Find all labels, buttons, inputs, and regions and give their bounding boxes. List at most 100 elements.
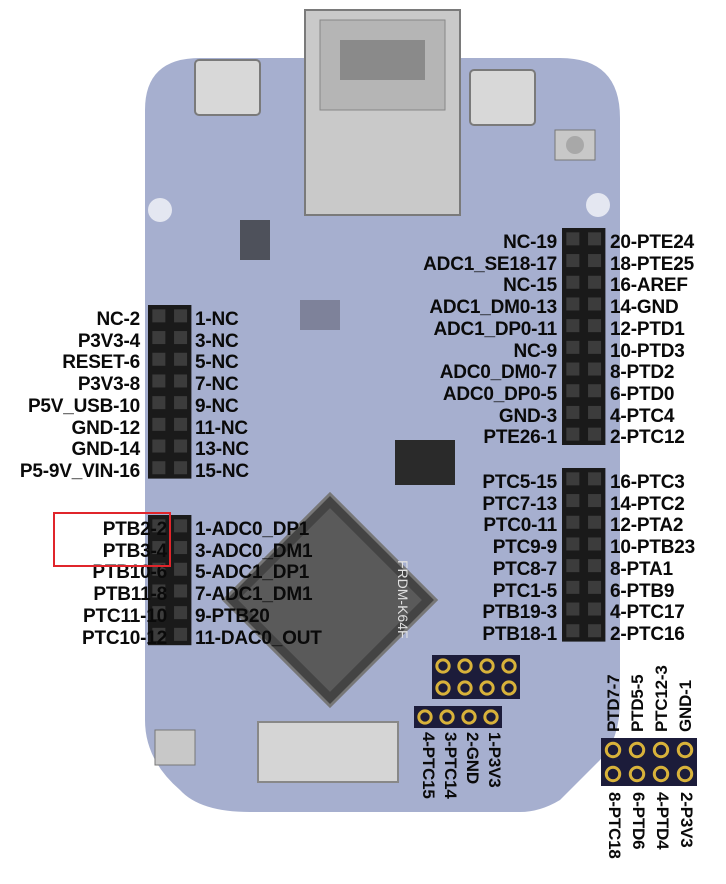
header-pin (174, 439, 188, 453)
pin-label: GND-3 (498, 405, 557, 427)
header-pin (479, 680, 495, 696)
header-pin (501, 680, 517, 696)
header-pin (152, 606, 166, 620)
header-pin (152, 627, 166, 641)
pin-label: 5-ADC1_DP1 (195, 562, 310, 584)
header-pin (461, 709, 477, 725)
pin-label: PTC0-11 (483, 515, 557, 537)
header-pin (174, 374, 188, 388)
pin-label: 6-PTD0 (610, 383, 675, 405)
header-pin (435, 680, 451, 696)
header-pin (652, 741, 670, 759)
highlight-box (53, 512, 171, 567)
pin-label: 10-PTD3 (610, 340, 685, 362)
header-pin (566, 232, 580, 246)
header-pin (566, 494, 580, 508)
pin-label: 5-NC (195, 352, 239, 374)
pin-label-vertical: 2-P3V3 (677, 792, 696, 848)
header-pin (152, 461, 166, 475)
header-pin (566, 580, 580, 594)
pin-label: 11-NC (195, 417, 248, 439)
header-pin (501, 658, 517, 674)
header-pin (566, 472, 580, 486)
header-pin (174, 606, 188, 620)
pin-label-vertical: 2-GND (463, 732, 482, 784)
pin-label: 3-NC (195, 330, 239, 352)
pin-label: PTC8-7 (492, 558, 557, 580)
header-pin (479, 658, 495, 674)
header-pin (566, 254, 580, 268)
pin-label: PTB19-3 (482, 602, 557, 624)
pin-label: PTE26-1 (483, 427, 557, 449)
pin-label: 6-PTB9 (610, 580, 675, 602)
header-pin (566, 559, 580, 573)
pin-label: 15-NC (195, 460, 249, 482)
pin-label: 3-ADC0_DM1 (195, 540, 313, 562)
pin-label: GND-14 (71, 439, 141, 461)
header-pin (174, 519, 188, 533)
pin-label: 13-NC (195, 439, 249, 461)
header-small-bottom (414, 706, 502, 728)
pin-label-vertical: PTD5-5 (628, 674, 647, 732)
pin-label: 16-PTC3 (610, 472, 685, 493)
pin-label: 14-GND (610, 297, 679, 319)
pin-label-vertical: PTC12-3 (652, 665, 671, 732)
pin-label: 2-PTC12 (610, 427, 685, 449)
usb-connector-right (469, 69, 536, 126)
header-pin (174, 352, 188, 366)
header-pin (588, 559, 602, 573)
pin-label: PTC1-5 (492, 580, 557, 602)
pin-label: NC-19 (503, 232, 557, 253)
header-pin (174, 584, 188, 598)
header-pin (588, 602, 602, 616)
header-pin (152, 309, 166, 323)
pin-label: 1-ADC0_DP1 (195, 519, 310, 540)
header-pin (152, 331, 166, 345)
header-pin (588, 297, 602, 311)
header-pin (676, 741, 694, 759)
pin-label: PTB3-4 (102, 540, 167, 562)
pin-label-vertical: PTD7-7 (604, 674, 623, 732)
pin-label-vertical: 8-PTC18 (605, 792, 624, 859)
pin-label: PTC9-9 (492, 537, 557, 559)
header-pin (174, 562, 188, 576)
header-pin (676, 765, 694, 783)
mcu-chip (221, 491, 439, 709)
pin-label: P5-9V_VIN-16 (19, 460, 140, 482)
header-pin (152, 519, 166, 533)
pin-label: 8-PTA1 (610, 558, 673, 580)
header-pin (174, 541, 188, 555)
header-pin (483, 709, 499, 725)
pin-label: RESET-6 (62, 352, 140, 374)
pin-label: ADC1_DP0-11 (433, 318, 558, 340)
pin-label: 12-PTA2 (610, 515, 684, 537)
header-pin (588, 427, 602, 441)
pin-label: PTC11-10 (83, 605, 167, 627)
header-pin (566, 515, 580, 529)
header-pin (174, 461, 188, 475)
pin-label: PTC7-13 (482, 493, 557, 515)
pin-label-vertical: GND-1 (676, 680, 695, 732)
pin-label: 4-PTC17 (610, 602, 685, 624)
header-pin (588, 254, 602, 268)
pin-label: NC-2 (96, 309, 140, 330)
header-pin (174, 309, 188, 323)
pin-label-vertical: 4-PTD4 (653, 792, 672, 850)
pin-label-vertical: 3-PTC14 (441, 732, 460, 799)
header-pin (174, 396, 188, 410)
pin-label: 2-PTC16 (610, 623, 685, 645)
pin-label: 16-AREF (610, 275, 688, 297)
header-pin (566, 384, 580, 398)
pin-label: PTC10-12 (82, 627, 167, 649)
header-pin (457, 658, 473, 674)
header-pin (417, 709, 433, 725)
header-pin (652, 765, 670, 783)
header-pin (588, 362, 602, 376)
pin-label: 9-NC (195, 395, 239, 417)
header-pin (588, 472, 602, 486)
pin-label: 10-PTB23 (610, 537, 695, 559)
header-pin (566, 362, 580, 376)
header-pin (588, 580, 602, 594)
header-pin (152, 439, 166, 453)
